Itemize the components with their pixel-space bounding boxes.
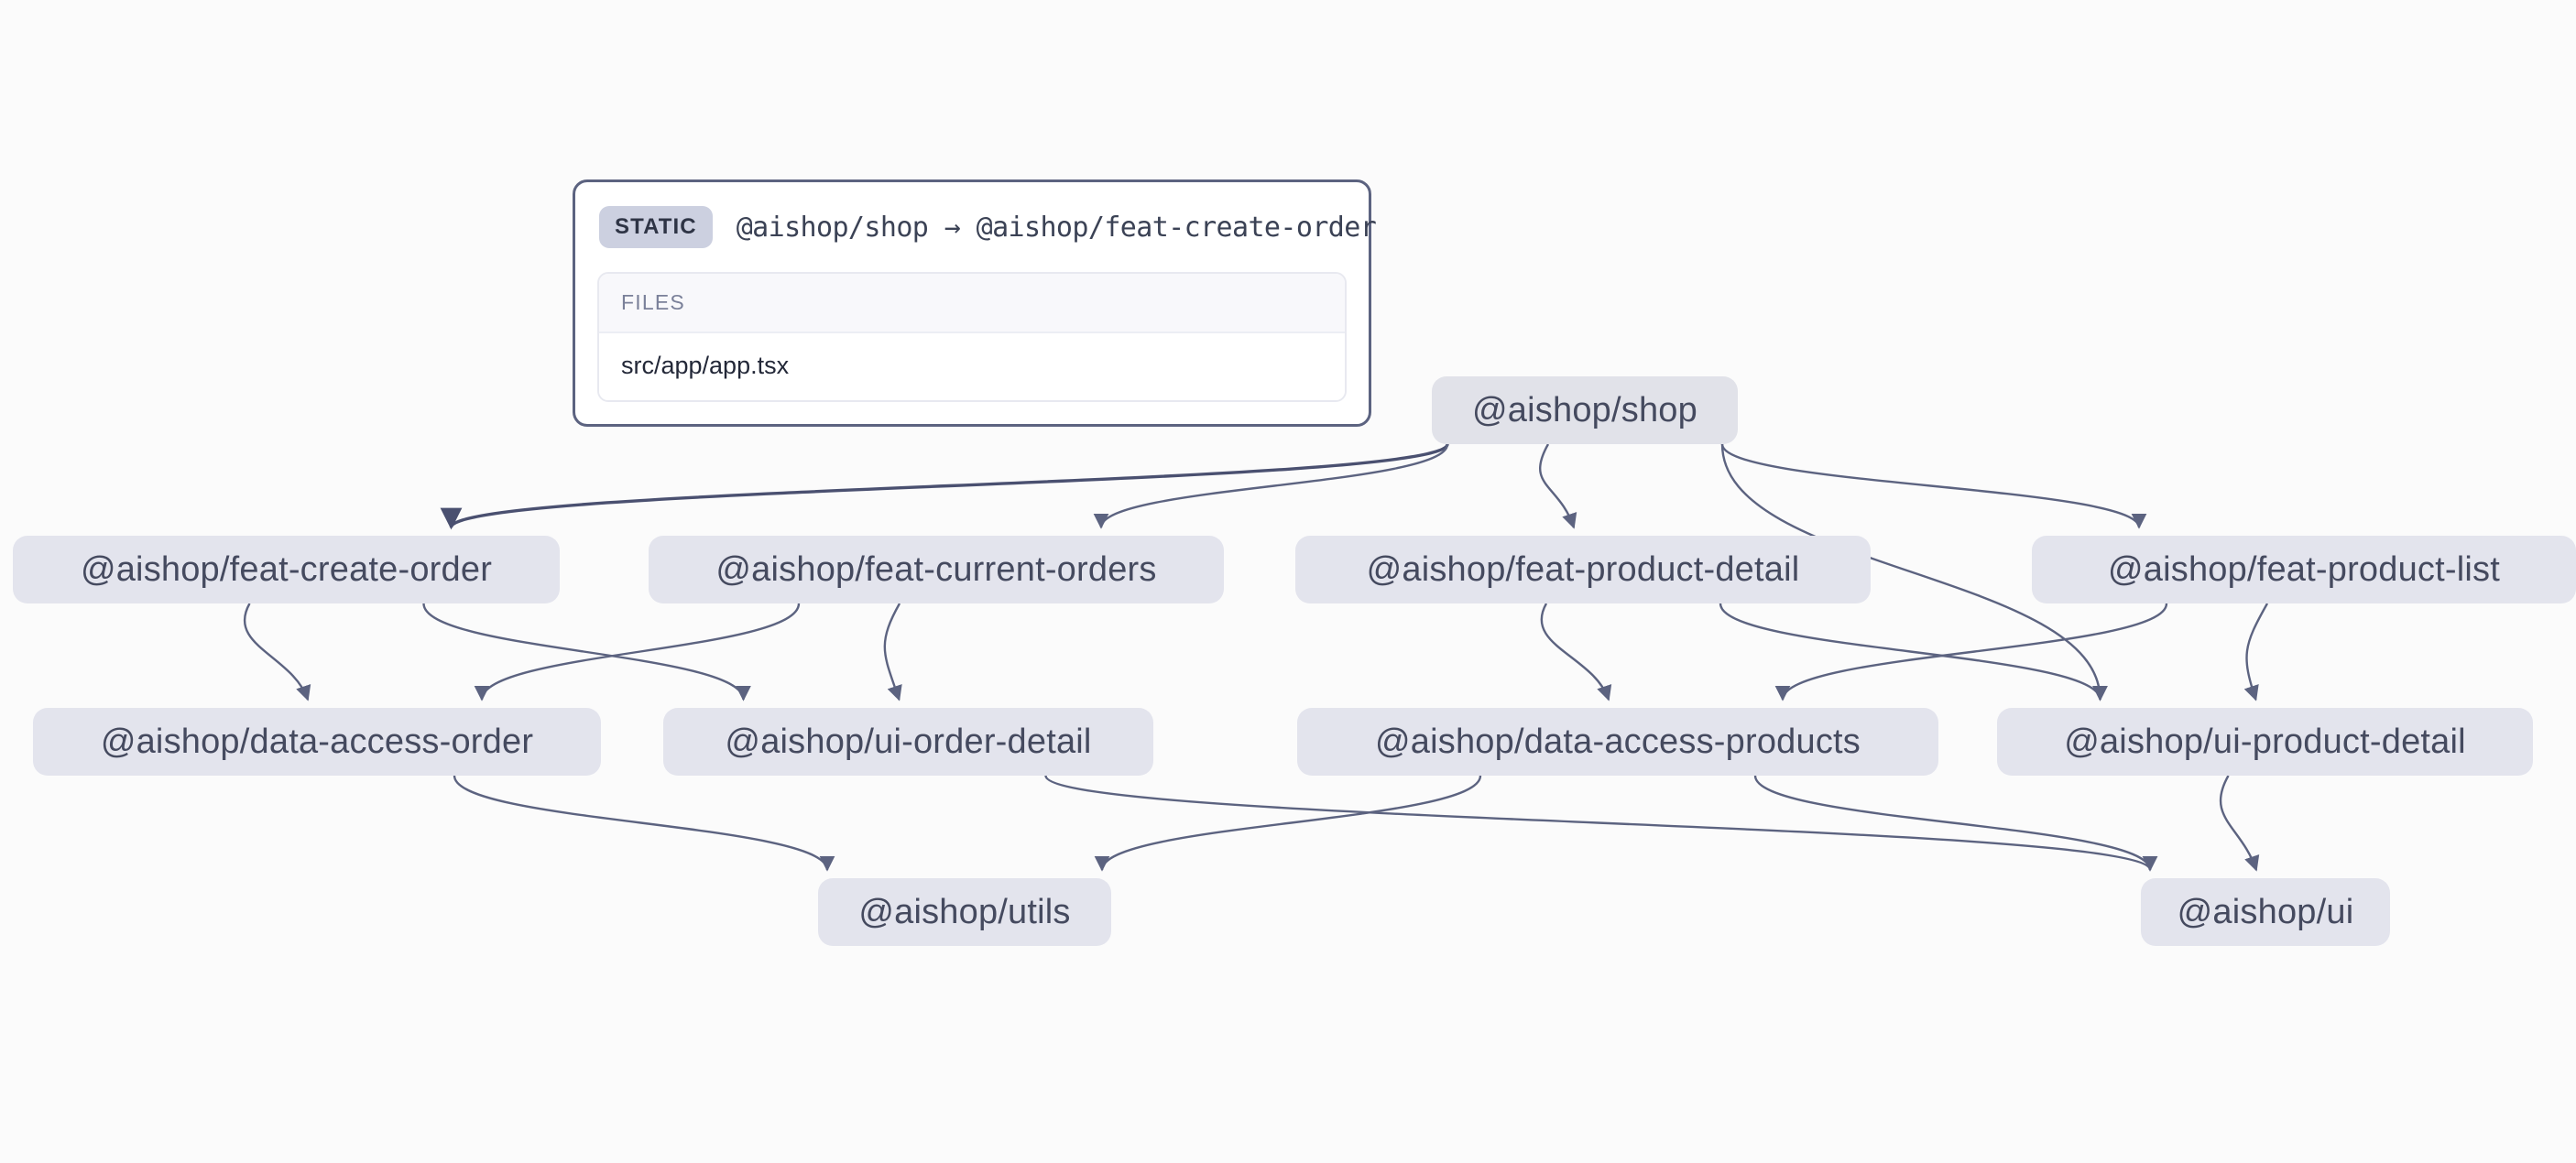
- graph-node-ui-product-detail[interactable]: @aishop/ui-product-detail: [1997, 708, 2533, 776]
- graph-edge-feat-create-order-to-data-access-order: [243, 603, 311, 701]
- graph-edge-data-access-products-to-utils: [1094, 775, 1482, 872]
- graph-node-shop[interactable]: @aishop/shop: [1432, 376, 1738, 444]
- graph-edge-shop-to-feat-product-detail: [1538, 443, 1577, 529]
- graph-edge-shop-to-feat-create-order: [441, 443, 1449, 530]
- graph-node-ui[interactable]: @aishop/ui: [2141, 878, 2390, 946]
- graph-node-feat-create-order[interactable]: @aishop/feat-create-order: [13, 536, 560, 603]
- files-panel: FILES src/app/app.tsx: [597, 272, 1347, 402]
- graph-edge-feat-current-orders-to-data-access-order: [474, 603, 801, 701]
- graph-node-label: @aishop/feat-product-list: [2108, 549, 2500, 589]
- graph-node-ui-order-detail[interactable]: @aishop/ui-order-detail: [663, 708, 1153, 776]
- graph-node-feat-current-orders[interactable]: @aishop/feat-current-orders: [649, 536, 1224, 603]
- graph-node-data-access-order[interactable]: @aishop/data-access-order: [33, 708, 601, 776]
- graph-edge-data-access-products-to-ui: [1753, 775, 2158, 872]
- graph-node-label: @aishop/ui: [2177, 892, 2354, 931]
- graph-node-label: @aishop/utils: [858, 892, 1071, 931]
- graph-node-feat-product-list[interactable]: @aishop/feat-product-list: [2032, 536, 2576, 603]
- graph-edge-ui-order-detail-to-ui: [1044, 775, 2158, 872]
- dependency-tooltip-card[interactable]: STATIC @aishop/shop → @aishop/feat-creat…: [573, 179, 1377, 427]
- graph-edge-shop-to-feat-current-orders: [1093, 443, 1449, 529]
- graph-node-label: @aishop/shop: [1472, 390, 1697, 429]
- tooltip-header: STATIC @aishop/shop → @aishop/feat-creat…: [597, 202, 1377, 254]
- tooltip-title: @aishop/shop → @aishop/feat-create-order: [736, 211, 1377, 244]
- files-header: FILES: [599, 274, 1345, 333]
- graph-edge-feat-product-detail-to-data-access-products: [1540, 603, 1612, 701]
- graph-edge-ui-product-detail-to-ui: [2219, 775, 2260, 872]
- graph-edge-feat-create-order-to-ui-order-detail: [422, 603, 751, 701]
- graph-node-label: @aishop/ui-order-detail: [725, 722, 1092, 761]
- graph-edge-shop-to-feat-product-list: [1720, 443, 2147, 529]
- file-row[interactable]: src/app/app.tsx: [599, 333, 1345, 400]
- graph-node-feat-product-detail[interactable]: @aishop/feat-product-detail: [1295, 536, 1871, 603]
- graph-node-label: @aishop/ui-product-detail: [2064, 722, 2466, 761]
- graph-edge-feat-current-orders-to-ui-order-detail: [883, 603, 902, 701]
- graph-edge-feat-product-list-to-data-access-products: [1774, 603, 2168, 701]
- graph-node-utils[interactable]: @aishop/utils: [818, 878, 1111, 946]
- graph-node-data-access-products[interactable]: @aishop/data-access-products: [1297, 708, 1938, 776]
- graph-node-label: @aishop/data-access-products: [1375, 722, 1861, 761]
- graph-node-label: @aishop/feat-product-detail: [1366, 549, 1800, 589]
- files-list: src/app/app.tsx: [599, 333, 1345, 400]
- static-badge: STATIC: [599, 206, 713, 248]
- graph-edge-feat-product-list-to-ui-product-detail: [2243, 603, 2269, 701]
- graph-node-label: @aishop/feat-create-order: [80, 549, 493, 589]
- graph-node-label: @aishop/feat-current-orders: [715, 549, 1157, 589]
- graph-node-label: @aishop/data-access-order: [100, 722, 534, 761]
- graph-edge-data-access-order-to-utils: [453, 775, 835, 872]
- graph-edge-feat-product-detail-to-ui-product-detail: [1719, 603, 2108, 701]
